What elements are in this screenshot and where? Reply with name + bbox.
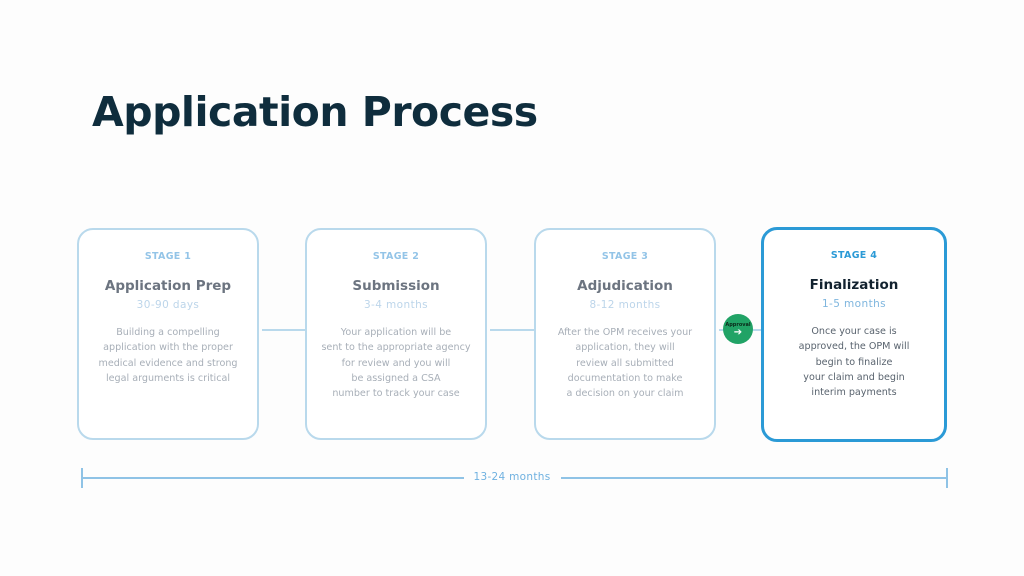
desc-line: be assigned a CSA <box>351 372 441 384</box>
desc-line: After the OPM receives your <box>557 327 693 338</box>
stage-duration: 8-12 months <box>589 299 661 311</box>
desc-line: Building a compelling <box>116 327 220 338</box>
desc-line: interim payments <box>811 387 897 399</box>
stage-description: Your application will be sent to the app… <box>310 325 482 401</box>
approval-label: Approval <box>725 322 751 328</box>
arrow-right-icon: ➔ <box>733 327 743 338</box>
stage-card-1: STAGE 1 Application Prep 30-90 days Buil… <box>77 228 259 440</box>
connector-line <box>262 329 305 331</box>
stage-name: Submission <box>352 278 440 294</box>
desc-line: Once your case is <box>811 326 897 337</box>
connector-line <box>490 329 534 331</box>
desc-line: begin to finalize <box>815 356 893 368</box>
stage-name: Application Prep <box>104 278 232 294</box>
stage-label: STAGE 2 <box>372 251 420 262</box>
stage-label: STAGE 4 <box>830 250 878 261</box>
timeline-line <box>82 477 464 479</box>
timeline-start-tick <box>81 468 83 488</box>
timeline-end-tick <box>946 468 948 488</box>
desc-line: sent to the appropriate agency <box>321 342 471 354</box>
stage-description: Building a compelling application with t… <box>82 325 254 386</box>
stage-description: After the OPM receives your application,… <box>539 325 711 401</box>
desc-line: Your application will be <box>340 327 452 338</box>
desc-line: legal arguments is critical <box>105 372 231 384</box>
timeline-label: 13-24 months <box>473 471 551 483</box>
desc-line: number to track your case <box>332 388 460 400</box>
stage-duration: 3-4 months <box>363 299 429 311</box>
desc-line: application with the proper <box>103 342 233 354</box>
stage-duration: 30-90 days <box>136 299 200 311</box>
desc-line: approved, the OPM will <box>798 341 910 353</box>
stage-label: STAGE 1 <box>144 251 192 262</box>
stage-card-2: STAGE 2 Submission 3-4 months Your appli… <box>305 228 487 440</box>
approval-badge: Approval ➔ <box>723 314 753 344</box>
stage-description: Once your case is approved, the OPM will… <box>768 324 940 400</box>
stage-label: STAGE 3 <box>601 251 649 262</box>
page-title: Application Process <box>92 88 538 136</box>
desc-line: medical evidence and strong <box>98 357 238 369</box>
stage-card-3: STAGE 3 Adjudication 8-12 months After t… <box>534 228 716 440</box>
stage-name: Adjudication <box>577 278 673 294</box>
stage-name: Finalization <box>809 277 899 293</box>
stage-card-4: STAGE 4 Finalization 1-5 months Once you… <box>761 227 947 442</box>
desc-line: review all submitted <box>576 357 674 369</box>
desc-line: a decision on your claim <box>566 388 684 400</box>
timeline-line <box>561 477 947 479</box>
desc-line: your claim and begin <box>803 371 905 383</box>
desc-line: application, they will <box>575 342 675 354</box>
desc-line: documentation to make <box>567 372 683 384</box>
stage-duration: 1-5 months <box>821 298 887 310</box>
desc-line: for review and you will <box>341 357 451 369</box>
